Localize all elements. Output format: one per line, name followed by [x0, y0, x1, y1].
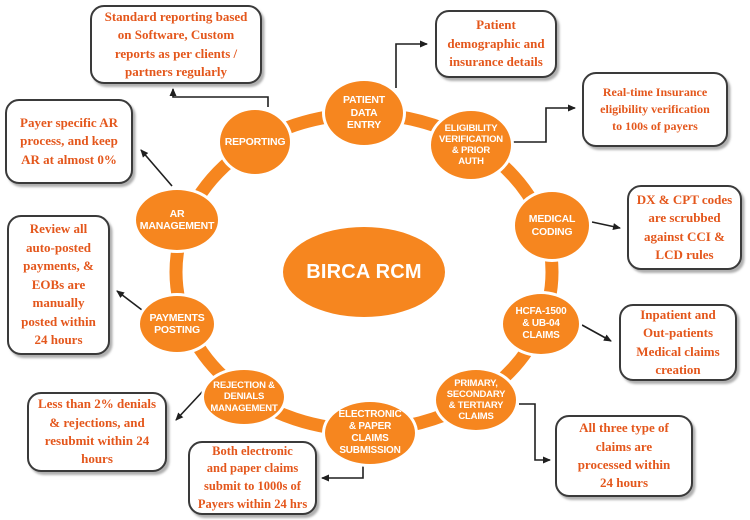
arrow-medical-coding-to-dx-cpt: [591, 221, 621, 230]
callout-both-electronic-paper: Both electronic and paper claims submit …: [188, 441, 317, 515]
callout-all-three-claims: All three type of claims are processed w…: [555, 415, 693, 497]
node-primary-secondary-tertiary: PRIMARY, SECONDARY & TERTIARY CLAIMS: [433, 367, 519, 433]
arrow-eligibility-to-realtime: [512, 104, 576, 143]
node-rejection-denials: REJECTION & DENIALS MANAGEMENT: [201, 367, 287, 427]
callout-review-autoposted: Review all auto-posted payments, & EOBs …: [7, 215, 110, 355]
callout-patient-demographic: Patient demographic and insurance detail…: [435, 10, 557, 78]
node-medical-coding: MEDICAL CODING: [512, 189, 592, 262]
arrow-payments-to-review: [116, 290, 143, 311]
arrow-electronic-to-both-electronic: [321, 465, 364, 482]
arrow-rejection-to-less-than: [175, 390, 204, 421]
callout-payer-specific-ar: Payer specific AR process, and keep AR a…: [5, 99, 133, 184]
center-title-label: BIRCA RCM: [306, 260, 422, 283]
node-eligibility-verification: ELIGIBILITY VERIFICATION & PRIOR AUTH: [428, 108, 514, 182]
callout-inpatient-outpatient: Inpatient and Out-patients Medical claim…: [619, 304, 737, 381]
center-title: BIRCA RCM: [283, 227, 445, 317]
callout-standard-reporting: Standard reporting based on Software, Cu…: [90, 5, 262, 84]
arrow-patient-data-to-demographic: [395, 40, 428, 88]
callout-less-than-2pct-denials: Less than 2% denials & rejections, and r…: [27, 392, 167, 472]
arrow-ar-to-payer-specific: [140, 149, 173, 187]
arrow-hcfa-to-inpatient: [581, 324, 612, 342]
node-reporting: REPORTING: [217, 107, 293, 177]
node-ar-management: AR MANAGEMENT: [133, 187, 221, 253]
callout-dx-cpt-codes: DX & CPT codes are scrubbed against CCI …: [627, 185, 742, 270]
node-hcfa-ub04-claims: HCFA-1500 & UB-04 CLAIMS: [500, 291, 582, 357]
callout-realtime-insurance: Real-time Insurance eligibility verifica…: [582, 72, 728, 147]
node-payments-posting: PAYMENTS POSTING: [137, 293, 217, 355]
arrow-reporting-to-standard-reporting: [169, 88, 269, 107]
arrow-primary-to-all-three: [519, 403, 551, 464]
node-patient-data-entry: PATIENT DATA ENTRY: [322, 78, 406, 148]
node-electronic-paper-claims: ELECTRONIC & PAPER CLAIMS SUBMISSION: [322, 399, 418, 467]
